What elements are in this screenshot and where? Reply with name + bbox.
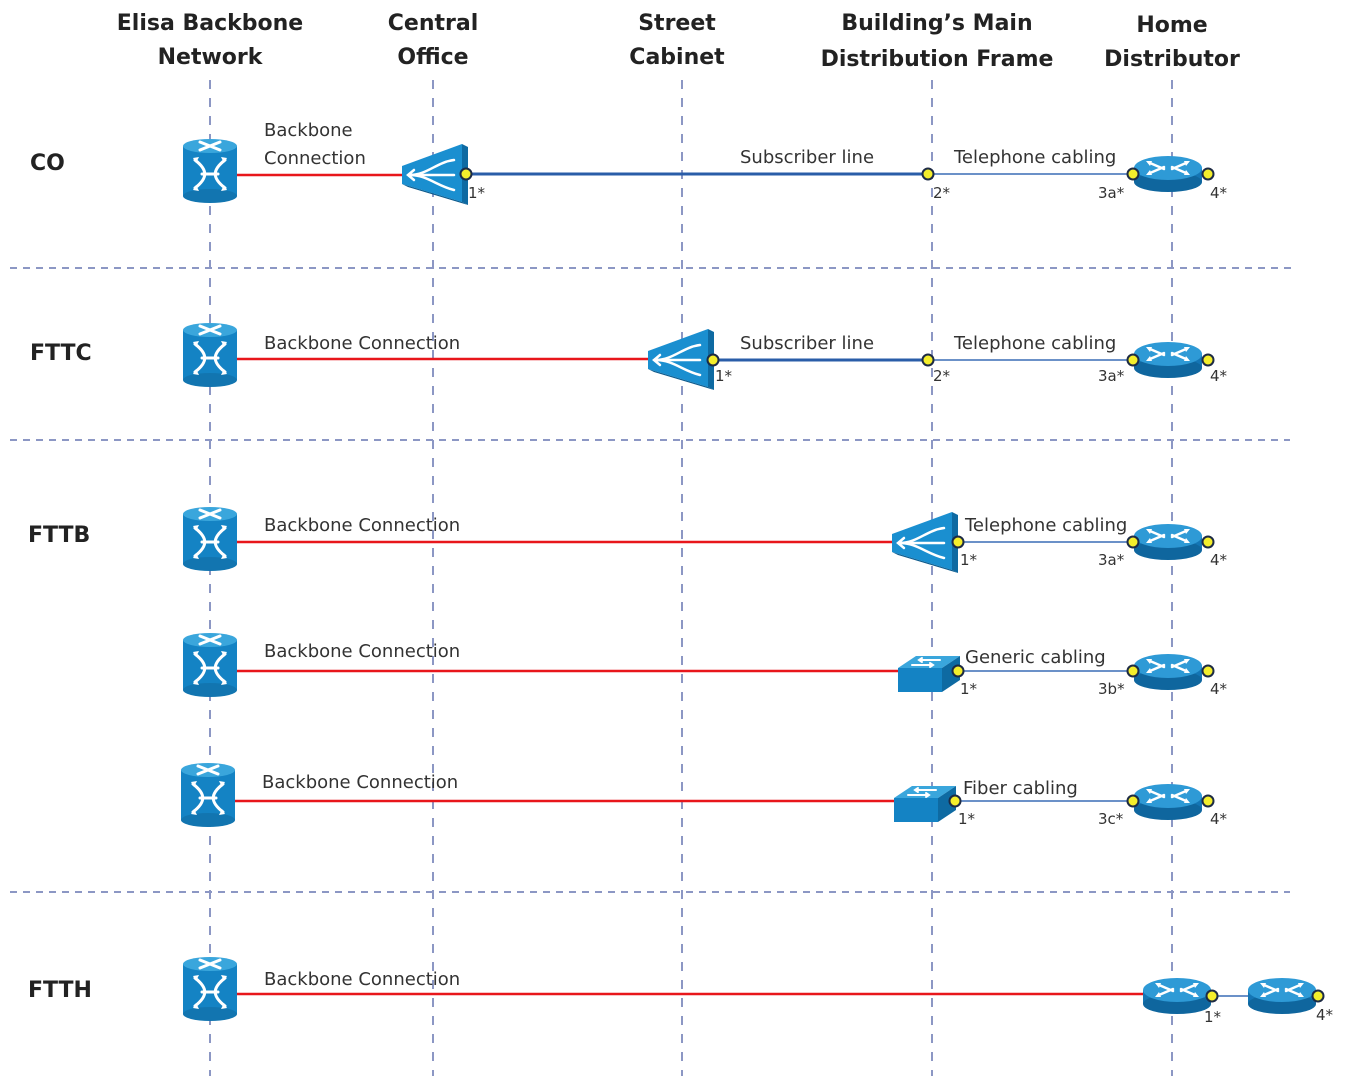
port-dot	[1126, 535, 1140, 549]
port-dot	[1201, 535, 1215, 549]
telephone-cabling-label: Telephone cabling	[953, 333, 1116, 354]
port-label: 4*	[1210, 184, 1228, 202]
backbone-label: Backbone Connection	[262, 772, 458, 793]
port-dot	[1201, 664, 1215, 678]
port-label: 1*	[1204, 1008, 1222, 1026]
core-router-icon	[179, 761, 237, 829]
fttb-fiber-variant: Backbone Connection Fiber cabling 1* 3c*…	[179, 761, 1228, 829]
port-dot	[1126, 167, 1140, 181]
header-street-cabinet-line1: Street	[638, 11, 716, 36]
subscriber-line-label: Subscriber line	[740, 333, 874, 354]
header-backbone-line1: Elisa Backbone	[117, 11, 303, 36]
dslam-icon	[890, 510, 960, 575]
router-icon	[1132, 782, 1204, 822]
port-dot	[1201, 167, 1215, 181]
router-icon	[1141, 976, 1213, 1016]
telephone-cabling-label: Telephone cabling	[953, 147, 1116, 168]
fttb-telephone-variant: Backbone Connection Telephone cabling 1*…	[181, 505, 1228, 575]
header-central-office-line2: Office	[397, 45, 468, 70]
column-headers: Elisa Backbone Network Central Office St…	[117, 11, 1240, 72]
core-router-icon	[181, 955, 239, 1023]
port-dot	[951, 664, 965, 678]
port-label: 1*	[960, 551, 978, 569]
router-icon	[1132, 340, 1204, 380]
port-label: 3c*	[1098, 810, 1124, 828]
fiber-cabling-label: Fiber cabling	[963, 778, 1078, 799]
port-label: 1*	[715, 367, 733, 385]
port-dot	[706, 353, 720, 367]
backbone-label: Backbone Connection	[264, 969, 460, 990]
backbone-label: Backbone Connection	[264, 333, 460, 354]
router-icon	[1132, 522, 1204, 562]
switch-icon	[897, 655, 961, 693]
port-dot	[921, 353, 935, 367]
port-dot	[951, 535, 965, 549]
dslam-icon	[400, 142, 470, 207]
column-guides	[209, 80, 1173, 1076]
backbone-label: Backbone Connection	[264, 515, 460, 536]
core-router-icon	[181, 505, 239, 573]
generic-cabling-label: Generic cabling	[965, 647, 1106, 668]
backbone-label-line1: Backbone	[264, 120, 353, 141]
port-dot	[1126, 353, 1140, 367]
port-label: 2*	[933, 184, 951, 202]
row-ftth: FTTH Backbone Connection 1* 4*	[28, 955, 1334, 1026]
port-label: 1*	[960, 680, 978, 698]
router-icon	[1132, 154, 1204, 194]
port-dot	[1126, 794, 1140, 808]
header-building-mdf-line1: Building’s Main	[841, 11, 1032, 36]
core-router-icon	[181, 137, 239, 205]
port-dot	[1201, 794, 1215, 808]
port-label: 3a*	[1098, 184, 1125, 202]
port-label: 3b*	[1098, 680, 1125, 698]
port-label: 1*	[468, 184, 486, 202]
port-label: 4*	[1316, 1006, 1334, 1024]
port-dot	[1126, 664, 1140, 678]
core-router-icon	[181, 321, 239, 389]
row-separators	[10, 267, 1295, 893]
row-fttc: FTTC Backbone Connection Subscriber line…	[30, 321, 1228, 392]
port-label: 3a*	[1098, 551, 1125, 569]
backbone-label-line2: Connection	[264, 148, 366, 169]
port-label: 1*	[958, 810, 976, 828]
port-label: 4*	[1210, 680, 1228, 698]
backbone-label: Backbone Connection	[264, 641, 460, 662]
fttb-generic-variant: Backbone Connection Generic cabling 1* 3…	[181, 631, 1228, 699]
port-dot	[1205, 989, 1219, 1003]
router-icon	[1246, 976, 1318, 1016]
port-label: 4*	[1210, 367, 1228, 385]
header-street-cabinet-line2: Cabinet	[629, 45, 725, 70]
port-label: 2*	[933, 367, 951, 385]
port-dot	[921, 167, 935, 181]
row-co: CO Backbone Connection Subscriber line T…	[30, 120, 1228, 207]
header-building-mdf-line2: Distribution Frame	[821, 47, 1054, 72]
row-label-ftth: FTTH	[28, 978, 92, 1003]
port-label: 4*	[1210, 810, 1228, 828]
telephone-cabling-label: Telephone cabling	[964, 515, 1127, 536]
port-dot	[948, 794, 962, 808]
router-icon	[1132, 652, 1204, 692]
switch-icon	[893, 785, 957, 823]
header-backbone-line2: Network	[158, 45, 264, 70]
subscriber-line-label: Subscriber line	[740, 147, 874, 168]
header-home-distributor-line2: Distributor	[1104, 47, 1240, 72]
port-dot	[1201, 353, 1215, 367]
core-router-icon	[181, 631, 239, 699]
header-home-distributor-line1: Home	[1136, 13, 1207, 38]
row-label-fttc: FTTC	[30, 341, 92, 366]
port-label: 4*	[1210, 551, 1228, 569]
port-label: 3a*	[1098, 367, 1125, 385]
row-fttb: FTTB Backbone Connection Telephone cabli…	[28, 505, 1228, 829]
row-label-fttb: FTTB	[28, 523, 90, 548]
header-central-office-line1: Central	[388, 11, 478, 36]
port-dot	[1311, 989, 1325, 1003]
port-dot	[459, 167, 473, 181]
row-label-co: CO	[30, 151, 65, 176]
